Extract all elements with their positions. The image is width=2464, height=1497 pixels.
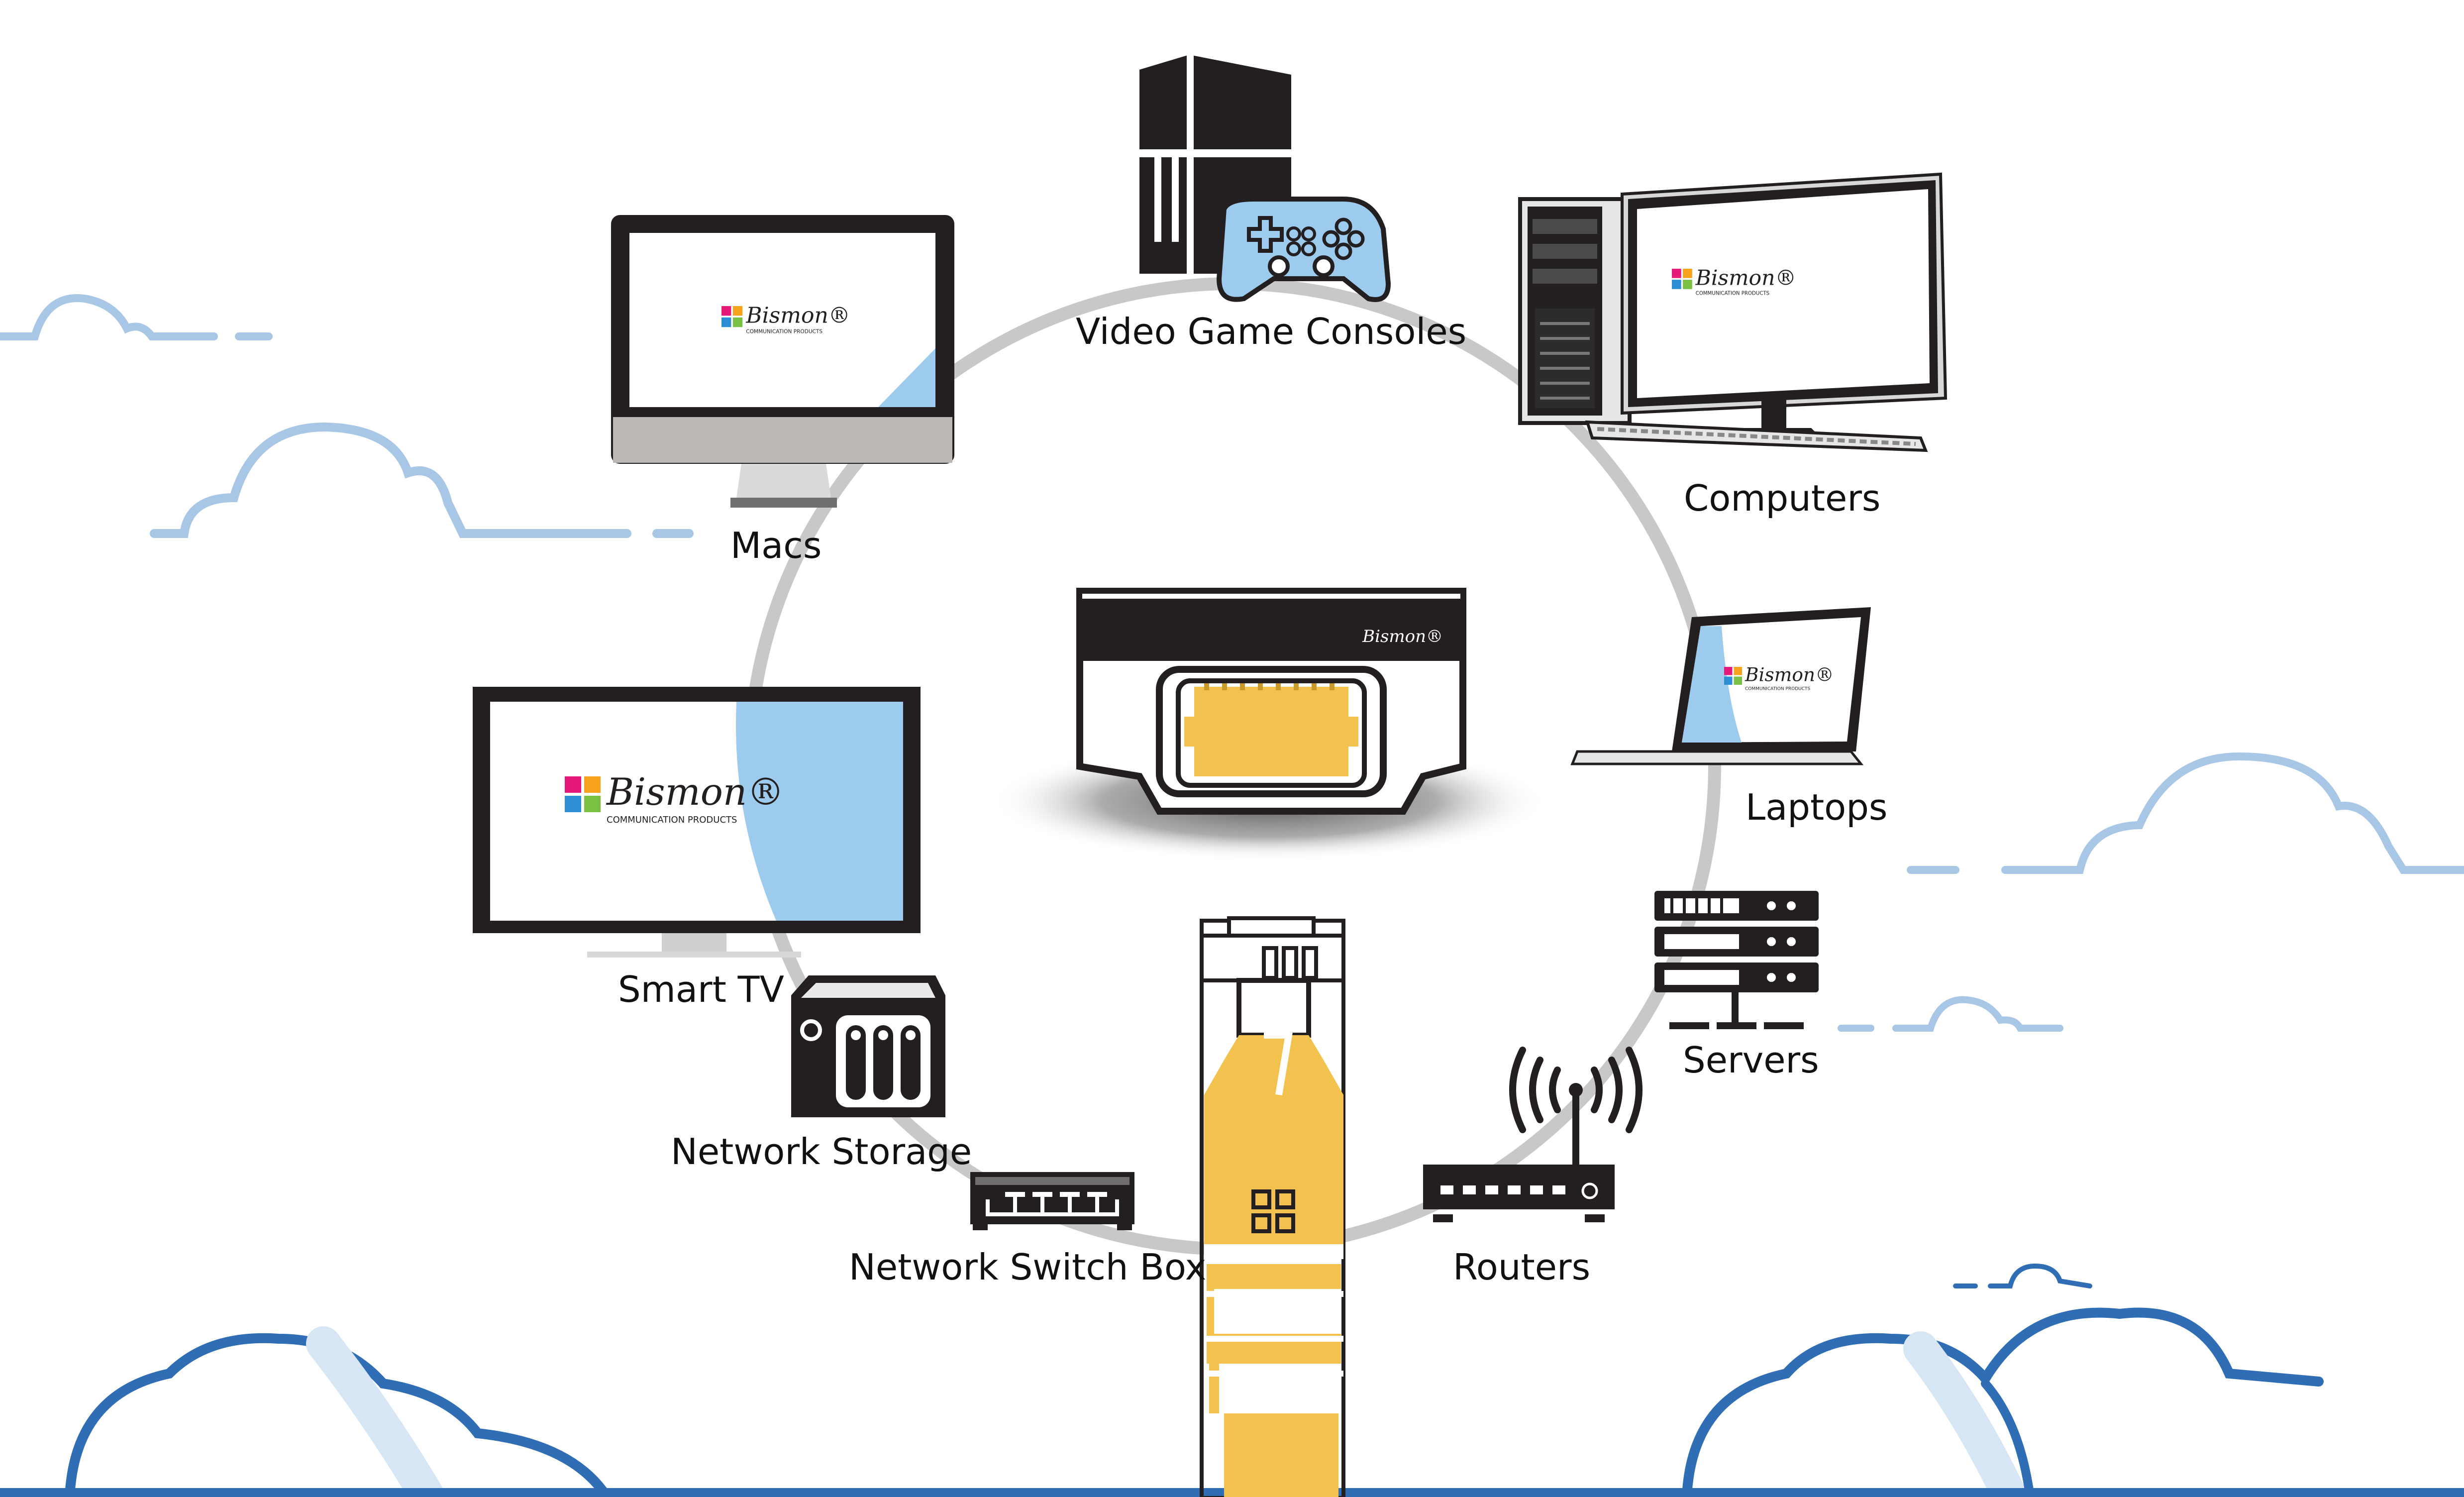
- smart-tv-icon: Bismon® COMMUNICATION PRODUCTS: [473, 687, 921, 958]
- svg-text:COMMUNICATION PRODUCTS: COMMUNICATION PRODUCTS: [746, 329, 822, 335]
- bismon-logo: Bismon® COMMUNICATION PRODUCTS: [721, 303, 850, 335]
- svg-text:Bismon®: Bismon®: [1745, 664, 1834, 686]
- label-network-storage: Network Storage: [671, 1131, 972, 1173]
- wifi-router-icon: [1423, 1047, 1643, 1222]
- svg-text:COMMUNICATION PRODUCTS: COMMUNICATION PRODUCTS: [1745, 687, 1811, 692]
- bismon-logo: Bismon® COMMUNICATION PRODUCTS: [1672, 266, 1796, 297]
- label-smart-tv: Smart TV: [618, 968, 784, 1010]
- svg-text:COMMUNICATION PRODUCTS: COMMUNICATION PRODUCTS: [607, 815, 737, 825]
- svg-text:Bismon®: Bismon®: [1695, 266, 1796, 290]
- bismon-logo: Bismon® COMMUNICATION PRODUCTS: [565, 770, 784, 825]
- label-routers: Routers: [1453, 1246, 1591, 1288]
- label-network-switch-box: Network Switch Box: [849, 1246, 1207, 1288]
- cloud-icon: [1682, 1307, 2324, 1497]
- cloud-icon: [1907, 752, 2464, 874]
- bismon-logo: Bismon® COMMUNICATION PRODUCTS: [1724, 664, 1834, 692]
- label-servers: Servers: [1683, 1039, 1819, 1081]
- label-macs: Macs: [730, 525, 822, 566]
- rj45-connector-icon: [1200, 916, 1345, 1497]
- laptop-icon: Bismon® COMMUNICATION PRODUCTS: [1570, 607, 1871, 765]
- desktop-computer-icon: Bismon® COMMUNICATION PRODUCTS: [1518, 172, 1948, 452]
- label-computers: Computers: [1684, 477, 1881, 519]
- cloud-icon: [0, 294, 273, 340]
- svg-text:Bismon®: Bismon®: [606, 770, 784, 814]
- nas-storage-icon: [791, 975, 945, 1117]
- console-icon: [1139, 55, 1391, 302]
- imac-icon: Bismon® COMMUNICATION PRODUCTS: [611, 215, 954, 508]
- cloud-icon: [1953, 1263, 2092, 1288]
- svg-text:Bismon®: Bismon®: [745, 303, 850, 328]
- ethernet-wall-jack-icon: Bismon®: [990, 588, 1547, 861]
- network-switch-icon: [970, 1172, 1134, 1230]
- server-rack-icon: [1654, 891, 1819, 1029]
- svg-text:COMMUNICATION PRODUCTS: COMMUNICATION PRODUCTS: [1696, 291, 1770, 297]
- label-video-game-consoles: Video Game Consoles: [1076, 311, 1467, 352]
- cloud-icon: [1838, 996, 2063, 1032]
- svg-text:Bismon®: Bismon®: [1362, 627, 1443, 646]
- cloud-icon: [150, 422, 694, 538]
- cloud-icon: [65, 1326, 612, 1497]
- label-laptops: Laptops: [1745, 786, 1888, 828]
